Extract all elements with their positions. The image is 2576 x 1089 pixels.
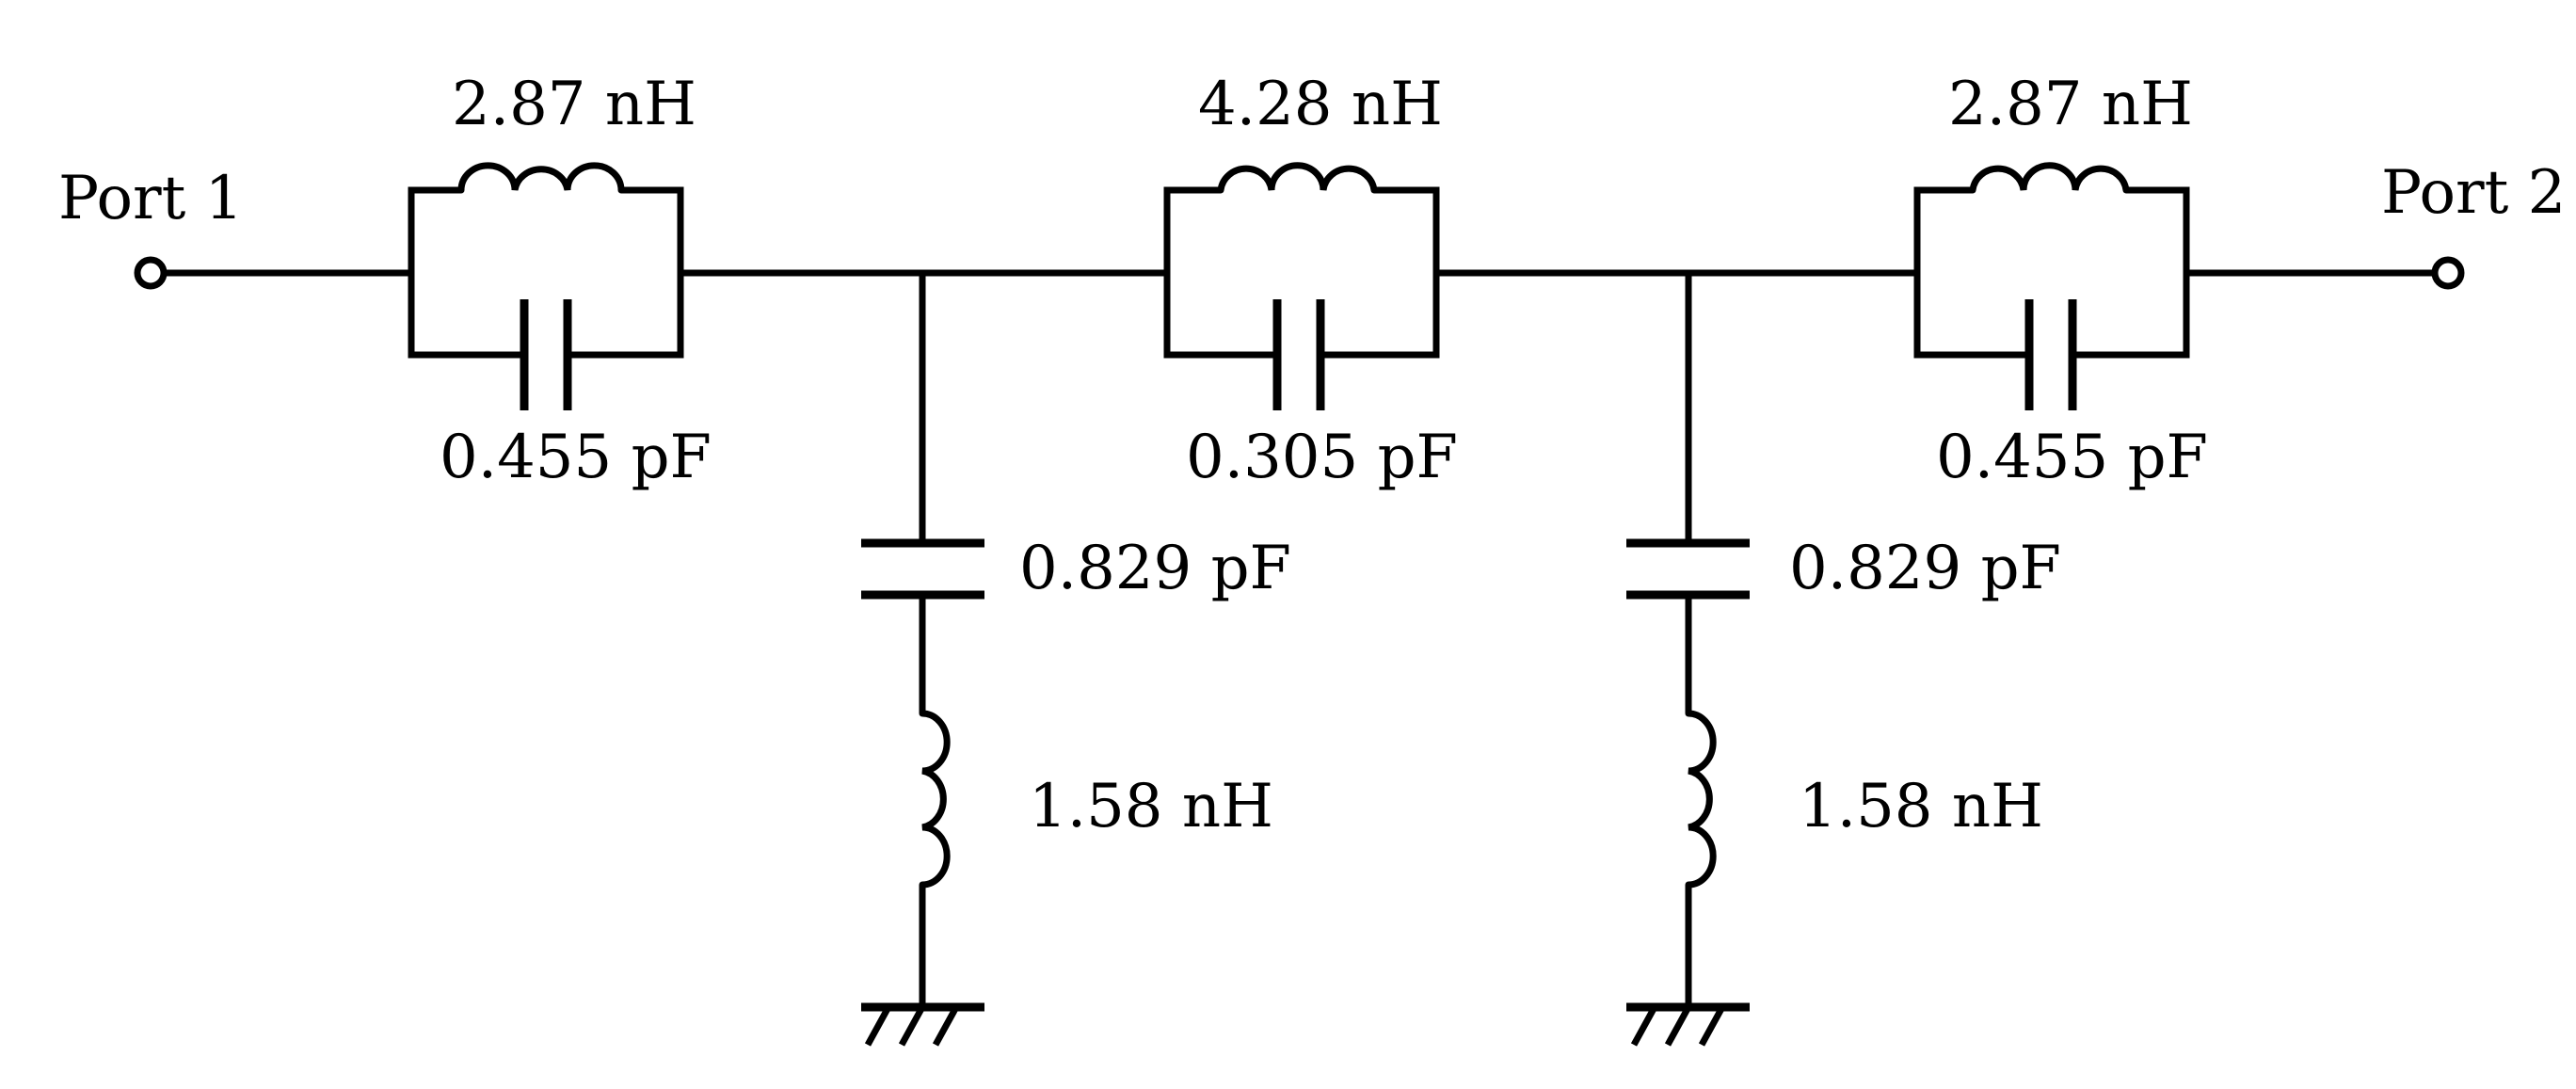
ground-symbol-1 — [861, 1002, 984, 1047]
port1-terminal — [134, 256, 168, 290]
series-tank-2: 4.28 nH 0.305 pF — [1163, 70, 1458, 492]
tank3-capacitor-branch — [1913, 273, 2190, 359]
tank3-inductor-label: 2.87 nH — [1948, 70, 2193, 139]
series-tank-3: 2.87 nH 0.455 pF — [1913, 70, 2208, 492]
series-tank-1: 2.87 nH 0.455 pF — [408, 70, 712, 492]
tank1-inductor-label: 2.87 nH — [452, 70, 696, 139]
shunt2-capacitor-label: 0.829 pF — [1789, 534, 2061, 603]
port1-label: Port 1 — [58, 164, 243, 233]
tank1-inductor-branch — [408, 186, 684, 273]
tank2-inductor-label: 4.28 nH — [1198, 70, 1443, 139]
shunt1-inductor-label: 1.58 nH — [1029, 772, 1273, 841]
tank1-capacitor-branch — [408, 273, 684, 359]
tank3-inductor-branch — [1913, 186, 2190, 273]
port2-label: Port 2 — [2381, 158, 2566, 228]
tank2-inductor-coil — [1217, 162, 1378, 194]
tank1-inductor-coil — [457, 162, 625, 194]
ground-symbol-2 — [1626, 1002, 1750, 1047]
tank2-capacitor-label: 0.305 pF — [1186, 423, 1458, 492]
tank3-capacitor-label: 0.455 pF — [1936, 423, 2208, 492]
tank3-inductor-coil — [1969, 162, 2130, 194]
shunt1-capacitor-label: 0.829 pF — [1019, 534, 1291, 603]
tank1-capacitor-label: 0.455 pF — [440, 423, 712, 492]
shunt2-inductor-coil — [1685, 710, 1717, 889]
shunt1-inductor-coil — [919, 710, 951, 889]
shunt-branch-1: 0.829 pF 1.58 nH — [861, 273, 1291, 1047]
shunt2-inductor-label: 1.58 nH — [1799, 772, 2043, 841]
tank2-capacitor-branch — [1163, 273, 1440, 359]
shunt-branch-2: 0.829 pF 1.58 nH — [1626, 273, 2061, 1047]
tank2-inductor-branch — [1163, 186, 1440, 273]
port2-terminal — [2431, 256, 2465, 290]
